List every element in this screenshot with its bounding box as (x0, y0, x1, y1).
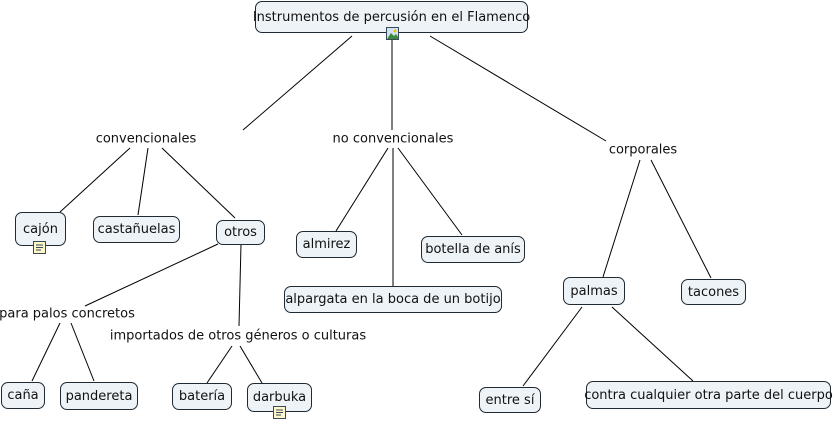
connector (522, 306, 583, 387)
category-no-convencionales[interactable]: no convencionales (330, 131, 456, 147)
category-corporales[interactable]: corporales (606, 142, 680, 158)
concept-contra[interactable]: contra cualquier otra parte del cuerpo (584, 381, 833, 409)
concept-label: alpargata en la boca de un botijo (285, 292, 501, 307)
concept-palmas[interactable]: palmas (563, 277, 625, 305)
concept-label: entre sí (485, 392, 535, 408)
connector (59, 147, 131, 213)
connector (137, 147, 149, 216)
category-convencionales[interactable]: convencionales (93, 131, 199, 147)
connector (84, 243, 219, 307)
connector (206, 345, 233, 384)
concept-label: batería (178, 389, 226, 404)
concept-tacones[interactable]: tacones (681, 279, 746, 305)
connector (397, 147, 463, 236)
connector (429, 35, 607, 142)
concept-label: pandereta (65, 388, 133, 404)
concept-label: botella de anís (425, 242, 521, 257)
connector (238, 243, 242, 327)
concept-castanuelas[interactable]: castañuelas (93, 216, 180, 243)
image-icon[interactable] (386, 27, 399, 40)
connector (70, 322, 95, 382)
connector (31, 322, 61, 382)
concept-label: tacones (687, 284, 740, 300)
link-phrase-importados[interactable]: importados de otros géneros o culturas (107, 328, 369, 344)
concept-entre-si[interactable]: entre sí (479, 387, 541, 413)
connector (161, 147, 236, 219)
concept-botella[interactable]: botella de anís (421, 236, 525, 263)
document-icon[interactable] (33, 241, 46, 254)
concept-alpargata[interactable]: alpargata en la boca de un botijo (284, 286, 502, 313)
connector (239, 345, 263, 384)
connector (602, 159, 641, 278)
concept-cana[interactable]: caña (1, 382, 45, 409)
concept-cajon[interactable]: cajón (15, 212, 66, 246)
connector (650, 159, 712, 279)
concept-otros[interactable]: otros (216, 220, 265, 245)
connector (242, 35, 353, 131)
concept-label: contra cualquier otra parte del cuerpo (584, 387, 833, 403)
concept-label: cajón (23, 221, 58, 237)
document-icon[interactable] (273, 406, 286, 419)
link-phrase-palos[interactable]: para palos concretos (0, 306, 137, 322)
concept-label: caña (7, 388, 39, 403)
concept-pandereta[interactable]: pandereta (60, 382, 138, 410)
root-title: Instrumentos de percusión en el Flamenco (252, 9, 531, 25)
concept-label: palmas (570, 283, 618, 299)
concept-bateria[interactable]: batería (172, 383, 232, 410)
connector (335, 147, 389, 232)
concept-label: darbuka (252, 390, 307, 405)
concept-label: almirez (302, 237, 351, 252)
concept-label: otros (224, 225, 257, 240)
concept-label: castañuelas (97, 222, 176, 237)
connector (611, 306, 694, 382)
concept-almirez[interactable]: almirez (296, 231, 357, 258)
